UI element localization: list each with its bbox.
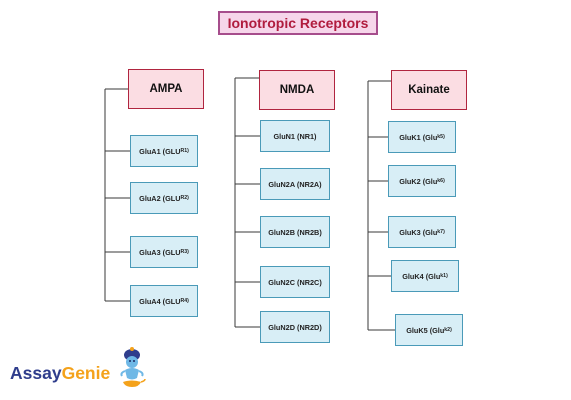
assaygenie-logo: AssayGenie xyxy=(10,363,110,384)
subunit-suffix: R4) xyxy=(180,298,189,304)
subunit-gluk5: GluK5 (Glu k2) xyxy=(395,314,463,346)
subunit-label: GluN2D (NR2D) xyxy=(268,322,322,332)
subunit-glun2c: GluN2C (NR2C) xyxy=(260,266,330,298)
subunit-label: GluN2C (NR2C) xyxy=(268,277,322,287)
subunit-label: GluN2B (NR2B) xyxy=(268,227,322,237)
subunit-label: GluK2 (Glu xyxy=(399,176,438,186)
logo-text-genie: Genie xyxy=(61,363,111,383)
subunit-label: GluK3 (Glu xyxy=(399,227,438,237)
subunit-label: GluK4 (Glu xyxy=(402,271,441,281)
subunit-gluk3: GluK3 (Glu k7) xyxy=(388,216,456,248)
diagram-title: Ionotropic Receptors xyxy=(218,11,378,35)
subunit-label: GluA3 (GLU xyxy=(139,247,181,257)
subunit-label: GluK1 (Glu xyxy=(399,132,438,142)
subunit-glua2: GluA2 (GLU R2) xyxy=(130,182,198,214)
subunit-suffix: k7) xyxy=(437,229,445,235)
subunit-glun2a: GluN2A (NR2A) xyxy=(260,168,330,200)
subunit-label: GluN1 (NR1) xyxy=(273,131,317,141)
subunit-gluk4: GluK4 (Glu k1) xyxy=(391,260,459,292)
subunit-suffix: R2) xyxy=(180,195,189,201)
subunit-suffix: k6) xyxy=(437,178,445,184)
subunit-label: GluA2 (GLU xyxy=(139,193,181,203)
category-nmda: NMDA xyxy=(259,70,335,110)
subunit-suffix: k5) xyxy=(437,134,445,140)
subunit-glun2b: GluN2B (NR2B) xyxy=(260,216,330,248)
subunit-glun2d: GluN2D (NR2D) xyxy=(260,311,330,343)
subunit-glua4: GluA4 (GLU R4) xyxy=(130,285,198,317)
subunit-label: GluA1 (GLU xyxy=(139,146,181,156)
subunit-glua1: GluA1 (GLU R1) xyxy=(130,135,198,167)
subunit-label: GluA4 (GLU xyxy=(139,296,181,306)
category-ampa: AMPA xyxy=(128,69,204,109)
subunit-glun1: GluN1 (NR1) xyxy=(260,120,330,152)
subunit-gluk1: GluK1 (Glu k5) xyxy=(388,121,456,153)
subunit-suffix: R3) xyxy=(180,249,189,255)
genie-mascot-icon xyxy=(120,347,146,387)
subunit-suffix: k2) xyxy=(444,327,452,333)
subunit-glua3: GluA3 (GLU R3) xyxy=(130,236,198,268)
subunit-suffix: R1) xyxy=(180,148,189,154)
subunit-suffix: k1) xyxy=(440,273,448,279)
subunit-label: GluK5 (Glu xyxy=(406,325,445,335)
logo-text-assay: Assay xyxy=(10,363,62,383)
subunit-gluk2: GluK2 (Glu k6) xyxy=(388,165,456,197)
subunit-label: GluN2A (NR2A) xyxy=(268,179,322,189)
category-kainate: Kainate xyxy=(391,70,467,110)
